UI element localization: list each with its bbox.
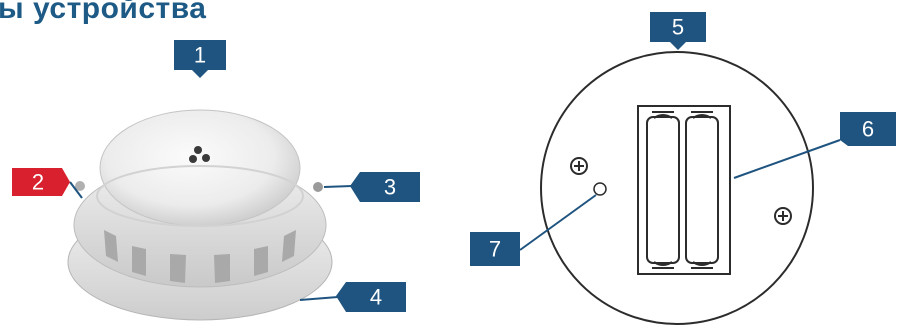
battery-contacts — [652, 111, 713, 269]
detector-vents — [104, 230, 296, 283]
leader-line-3 — [323, 185, 353, 188]
callout-2-label: 2 — [32, 170, 44, 195]
callout-7: 7 — [470, 232, 520, 266]
callout-5: 5 — [650, 12, 706, 50]
callout-4: 4 — [336, 282, 406, 312]
callout-3: 3 — [350, 172, 420, 202]
screw-right — [774, 207, 792, 225]
callout-1-label: 1 — [194, 43, 206, 68]
indicator-led — [313, 182, 323, 192]
leader-line-2 — [69, 181, 83, 199]
test-hole — [593, 182, 607, 196]
battery-slot-right — [685, 116, 719, 264]
detector-cap — [99, 109, 301, 227]
callout-2: 2 — [12, 168, 70, 196]
callout-7-label: 7 — [489, 237, 501, 262]
section-heading: ы устройства — [0, 0, 207, 25]
cap-rim — [96, 165, 304, 227]
battery-slot-left — [646, 116, 680, 264]
callout-4-label: 4 — [370, 285, 382, 310]
leader-line-4 — [299, 296, 339, 301]
leader-line-6 — [733, 139, 841, 179]
sensor-holes — [189, 146, 210, 163]
leader-line-7 — [519, 194, 597, 251]
callout-6: 6 — [840, 112, 896, 146]
leader-lines — [69, 139, 841, 301]
side-latch — [75, 181, 85, 191]
callout-1: 1 — [174, 40, 226, 78]
screw-left — [570, 157, 588, 175]
callout-6-label: 6 — [862, 117, 874, 142]
back-cover-image — [540, 51, 814, 325]
callout-3-label: 3 — [384, 175, 396, 200]
callout-5-label: 5 — [672, 15, 684, 40]
smoke-detector-image — [67, 109, 333, 321]
